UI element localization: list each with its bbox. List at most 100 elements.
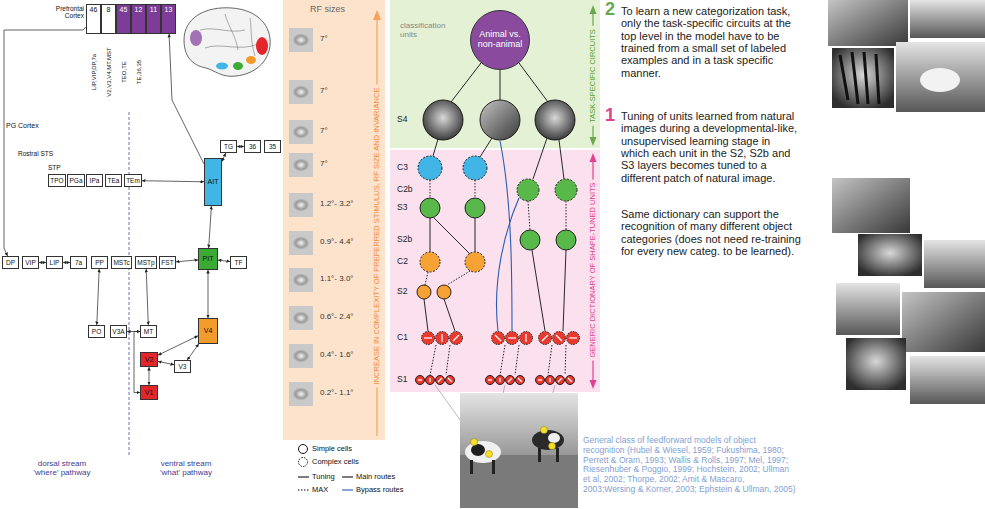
layer-label: C1: [397, 333, 408, 342]
citation-text: General class of feedforward models of o…: [583, 436, 798, 495]
band: [283, 0, 600, 440]
cortical-area-box: 7a: [70, 256, 87, 269]
rf-thumbnail: [289, 153, 313, 177]
band-arrow: [590, 380, 597, 389]
cow-photo: [460, 455, 578, 508]
cortical-area-box: IPa: [86, 174, 103, 187]
brain-sketch: [216, 63, 228, 70]
region-label: PG Cortex: [6, 122, 39, 130]
model-unit: [486, 376, 495, 385]
cortical-area-box: V1: [140, 385, 158, 400]
rf-thumbnail: [289, 80, 313, 104]
node-text: PP: [95, 259, 104, 266]
band-arrow: [590, 137, 597, 146]
cortical-area-box: PIT: [198, 248, 218, 270]
node-text: V2: [145, 356, 154, 364]
legend-text: Complex cells: [312, 457, 359, 467]
example-photo: [828, 0, 985, 404]
model-unit: [423, 100, 463, 140]
model-unit: [520, 230, 540, 250]
layer-label: S2b: [397, 235, 412, 244]
model-connection: [563, 250, 566, 331]
model-connection: [430, 218, 431, 252]
rf-size: 0.2°- 1.1°: [320, 389, 354, 398]
legend-text: Bypass routes: [356, 485, 404, 495]
pathway-connector: [158, 336, 198, 355]
prefrontal-area-box: 8: [101, 4, 116, 34]
rf-size: 7°: [320, 160, 328, 169]
legend-swatch: [299, 445, 308, 454]
model-connection: [475, 218, 476, 252]
rf-size: 0.4°- 1.6°: [320, 351, 354, 360]
model-connection: [528, 201, 530, 230]
model-unit: [555, 179, 577, 201]
orientation-bar: [418, 334, 577, 382]
band-label: TASK-SPECIFIC CIRCUITS: [589, 26, 597, 126]
cortical-area-box: PGa: [67, 174, 85, 187]
cortical-area-box: TEa: [105, 174, 122, 187]
model-unit: [426, 376, 435, 385]
node-text: TF: [235, 259, 243, 266]
model-connection: [447, 271, 470, 285]
pathway-connector: [97, 269, 99, 325]
layer-label: C3: [397, 163, 408, 172]
orientation-bar: [418, 379, 422, 380]
model-unit: [496, 376, 505, 385]
node-text: V3A: [112, 328, 124, 335]
example-photo: [910, 0, 985, 38]
model-connection: [430, 345, 436, 375]
example-photo: [846, 338, 906, 390]
band: [390, 0, 600, 148]
orientation-bar: [549, 378, 550, 382]
cortical-area-box: V4: [198, 318, 218, 344]
model-unit: [553, 332, 566, 345]
node-text: TPO: [50, 177, 63, 184]
prefrontal-area-box: 46: [86, 4, 101, 34]
cortical-area-box: MSTc: [111, 256, 132, 269]
cortical-area-box: MT: [140, 325, 157, 338]
cow-photo: [541, 427, 548, 434]
pathway-connector: [142, 181, 204, 182]
orientation-bar: [424, 337, 432, 338]
legend-swatch: [298, 476, 309, 477]
rf-thumbnail: [289, 268, 313, 292]
node-text: 7a: [75, 259, 82, 266]
cortical-area-box: TG: [220, 140, 237, 153]
cow-photo: [471, 439, 478, 446]
legend-swatch: [342, 489, 353, 490]
model-unit: [536, 376, 545, 385]
model-connection: [566, 201, 567, 230]
model-unit: [535, 100, 575, 140]
rf-size: 1.2°- 3.2°: [320, 200, 354, 209]
example-photo: [902, 292, 985, 352]
prefrontal-area-box: 11: [146, 4, 161, 34]
rf-size: 7°: [320, 35, 328, 44]
legend-swatch: [342, 476, 353, 477]
example-photo: [832, 178, 910, 233]
legend-text: Main routes: [356, 472, 395, 482]
node-text: FST: [161, 259, 173, 266]
orientation-bar: [508, 337, 516, 338]
band-label: GENERIC DICTIONARY OF SHAPE-TUNED UNITS: [589, 179, 597, 360]
orientation-bar: [556, 335, 562, 341]
node-text: MSTc: [113, 259, 129, 266]
cow-photo: [538, 448, 541, 462]
rf-size: 7°: [320, 127, 328, 136]
pathway-connector: [127, 331, 140, 332]
brain-sketch: [184, 8, 270, 77]
model-connection: [519, 63, 548, 102]
model-unit: [422, 332, 435, 345]
rf-thumbnail: [289, 28, 313, 406]
example-photo: [920, 68, 960, 92]
brain-sketch: [184, 8, 270, 77]
stream-divider: [129, 112, 130, 455]
layer-label: S3: [397, 203, 407, 212]
cortical-area-box: FST: [159, 256, 176, 269]
rf-thumbnail: [289, 120, 313, 144]
pathway-connector: [149, 367, 150, 385]
model-connection: [559, 140, 564, 179]
band-arrow: [373, 10, 381, 20]
cortical-area-box: LIP: [46, 256, 63, 269]
